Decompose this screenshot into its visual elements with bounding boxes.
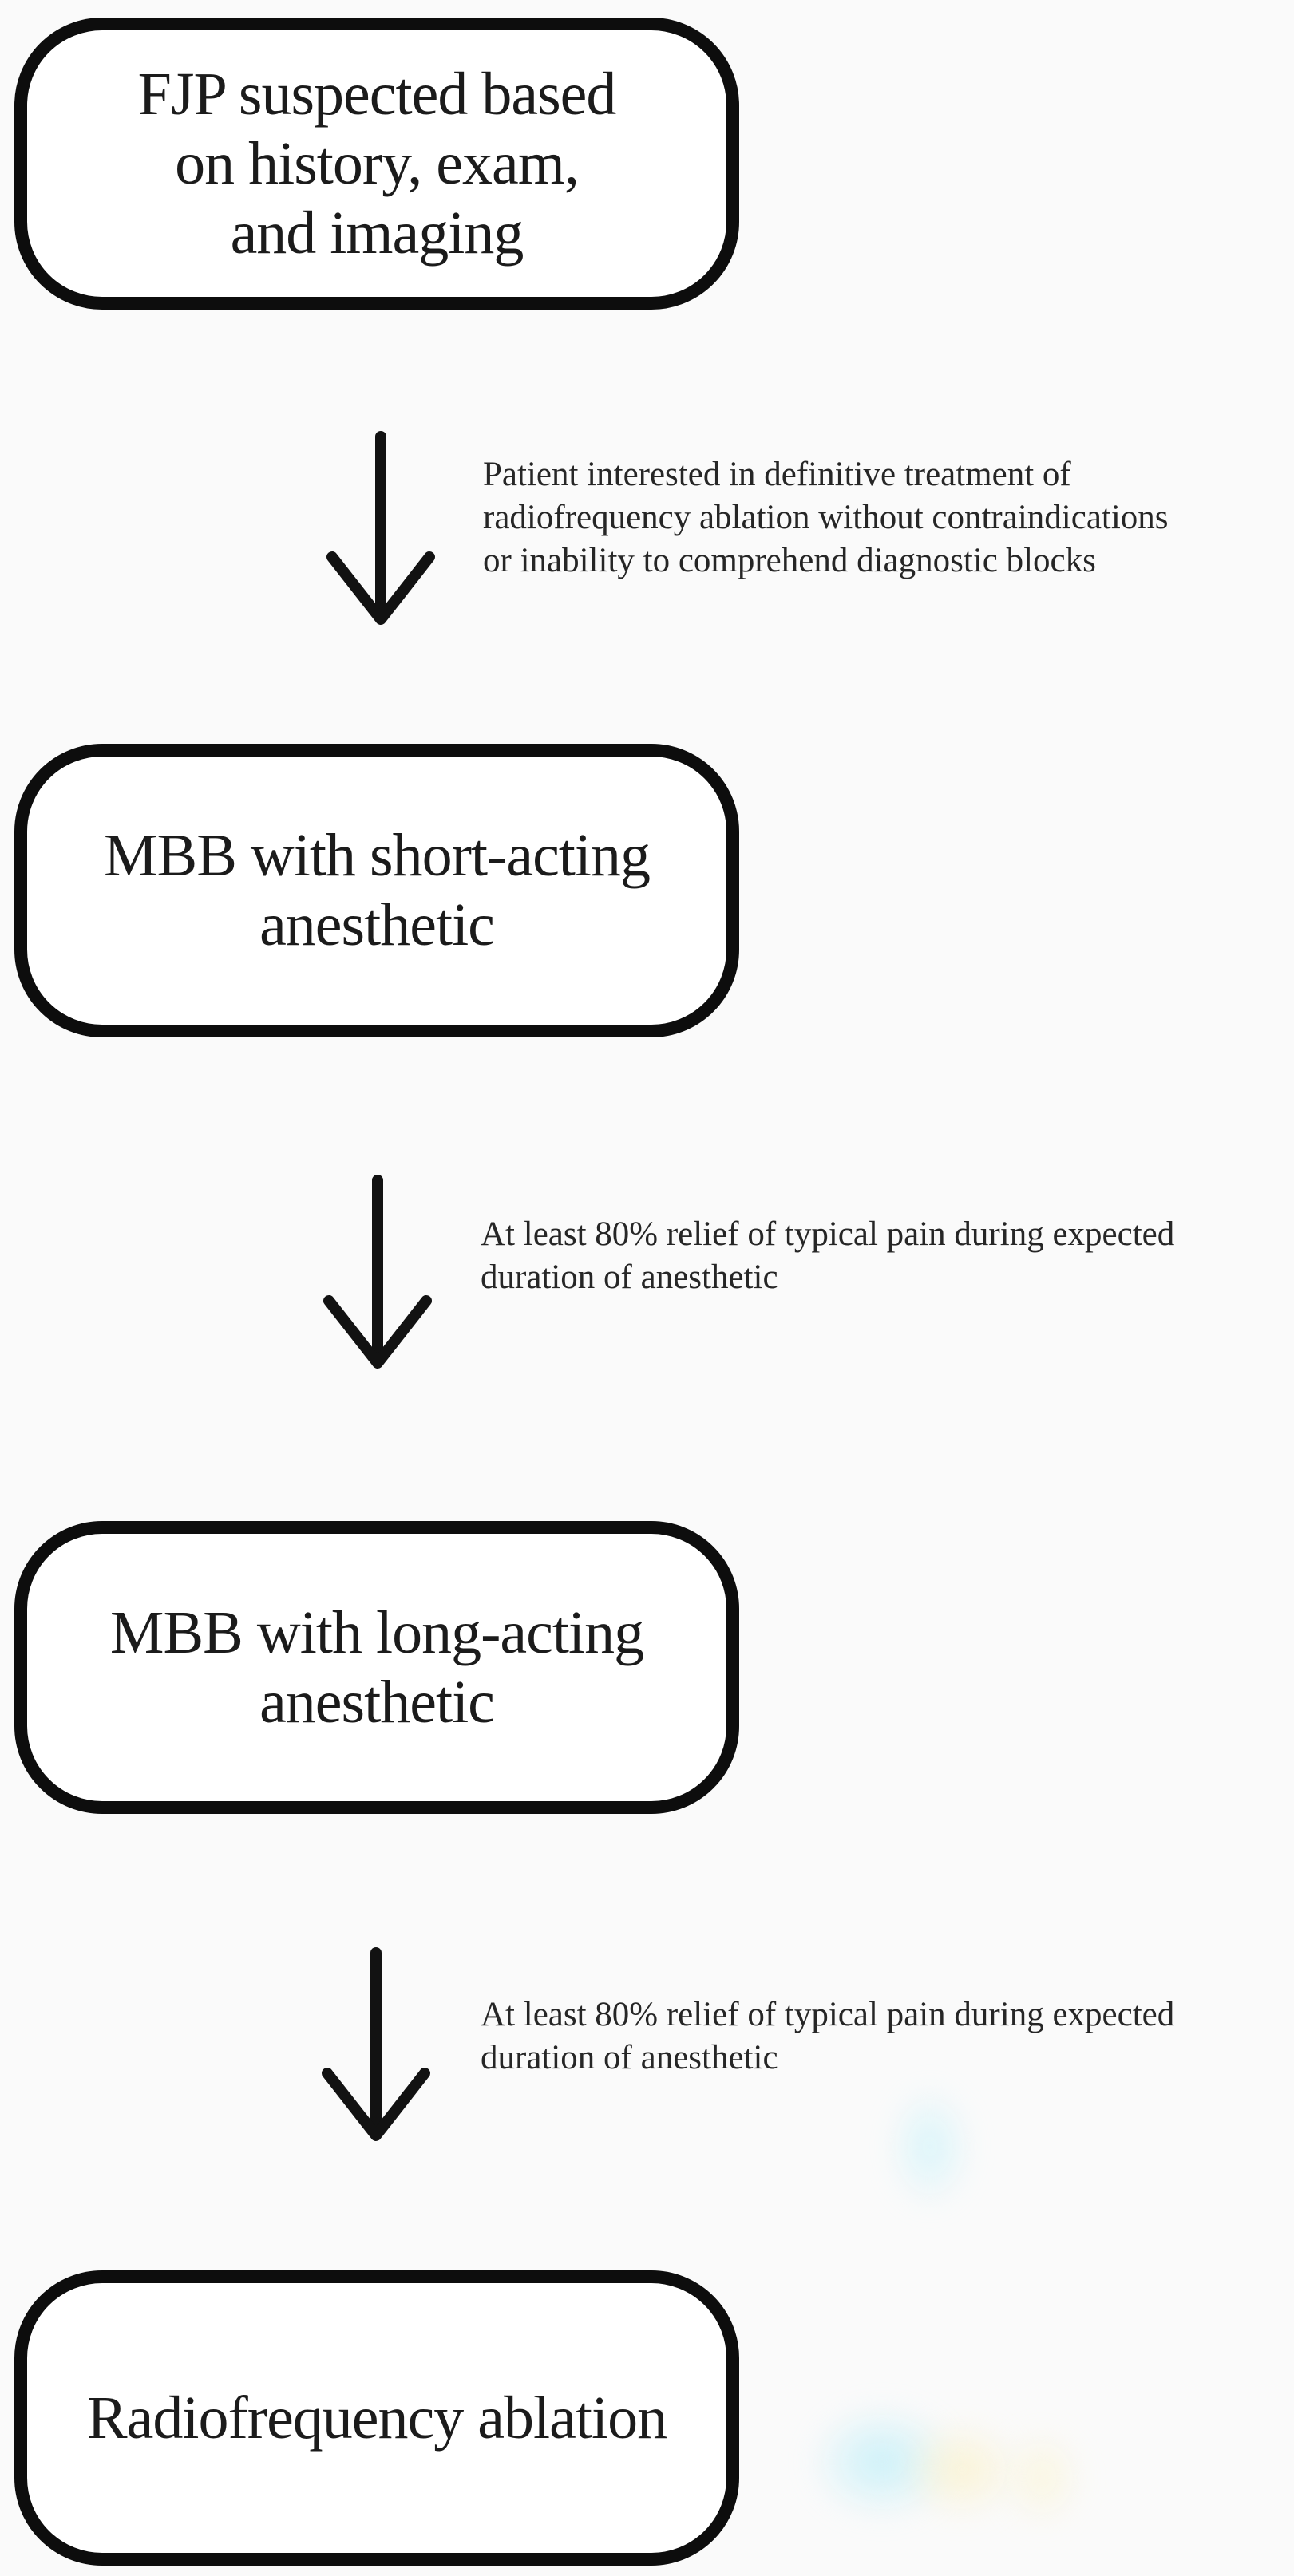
edge-annotation: At least 80% relief of typical pain duri…: [481, 1996, 1175, 2076]
down-arrow-icon: [325, 429, 437, 630]
down-arrow-icon: [320, 1946, 432, 2147]
flow-node-label: MBB with short-acting anesthetic: [103, 822, 651, 958]
edge-annotation: Patient interested in definitive treatme…: [483, 456, 1169, 579]
watermark-smudge: [806, 2402, 958, 2522]
flow-node-fjp-suspected: FJP suspected based on history, exam, an…: [14, 18, 739, 310]
watermark-smudge: [998, 2426, 1086, 2530]
edge-annotation: At least 80% relief of typical pain duri…: [481, 1215, 1175, 1296]
flow-node-label: Radiofrequency ablation: [86, 2384, 667, 2452]
flow-node-radiofrequency-ablation: Radiofrequency ablation: [14, 2270, 739, 2566]
flow-node-mbb-short-acting: MBB with short-acting anesthetic: [14, 744, 739, 1037]
flow-node-label: MBB with long-acting anesthetic: [109, 1598, 644, 1736]
watermark-smudge: [886, 2083, 974, 2211]
flow-node-label: FJP suspected based on history, exam, an…: [137, 60, 617, 267]
flow-node-mbb-long-acting: MBB with long-acting anesthetic: [14, 1521, 739, 1814]
down-arrow-icon: [322, 1173, 433, 1374]
watermark-smudge: [902, 2418, 1022, 2522]
